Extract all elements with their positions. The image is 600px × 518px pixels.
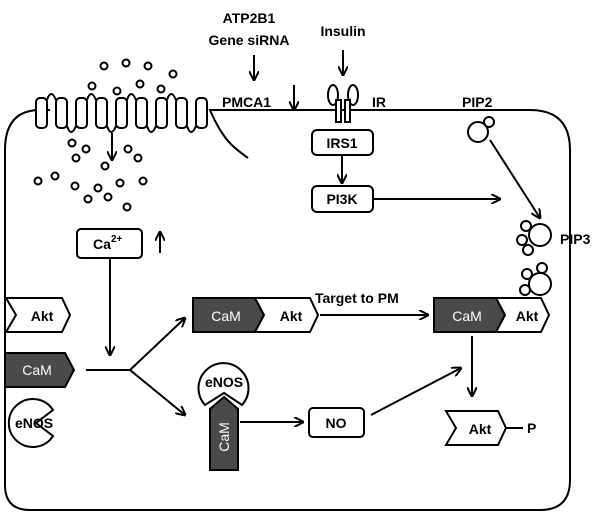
pi3k-label: PI3K: [326, 191, 357, 207]
cam-free-label: CaM: [22, 362, 52, 378]
cam-free-shape: [4, 352, 76, 388]
enos-complex-label: eNOS: [205, 374, 243, 390]
atp2b1-label: ATP2B1: [223, 10, 276, 26]
akt-complex-2-shape: [494, 297, 551, 333]
akt-complex-1-shape: [253, 297, 320, 333]
cam-vertical-shape: [209, 395, 239, 471]
pip3-lipid: [516, 220, 552, 256]
ir-label: IR: [372, 94, 386, 110]
cell-membrane: [4, 109, 571, 511]
intracellular-calcium-dots: [33, 138, 148, 212]
junction-to-enos-arrow: [129, 369, 185, 415]
akt-phospho-label: Akt: [469, 421, 492, 437]
phospho-label: P: [527, 420, 536, 436]
irs1-label: IRS1: [326, 135, 357, 151]
no-box: [308, 407, 365, 438]
akt-complex-1-label: Akt: [280, 308, 303, 324]
akt-complex-2-label: Akt: [516, 308, 539, 324]
calcium-superscript: 2+: [111, 234, 123, 245]
calcium-label: Ca: [93, 236, 111, 252]
enos-complex-shape: [197, 362, 250, 407]
cam-complex-1-label: CaM: [211, 308, 241, 324]
pmca1-channel: [35, 93, 208, 133]
insulin-label: Insulin: [320, 23, 365, 39]
pip2-label: PIP2: [462, 94, 493, 110]
pip3-membrane-lipid: [519, 262, 552, 296]
extracellular-calcium-dots: [87, 58, 178, 96]
no-to-akt-arrow: [370, 368, 461, 416]
target-to-pm-label: Target to PM: [315, 290, 399, 306]
junction-to-cam-akt-arrow: [129, 318, 185, 371]
insulin-receptor: [327, 84, 359, 123]
akt-free-shape: [4, 297, 72, 333]
gene-sirna-label-text: Gene siRNA: [209, 32, 290, 48]
pip2-lipid: [467, 116, 495, 143]
enos-free-label: eNOS: [15, 415, 53, 431]
akt-phospho-shape: [444, 410, 508, 446]
pmca1-label: PMCA1: [222, 94, 271, 110]
pip2-to-pip3-arrow: [489, 139, 540, 218]
cam-complex-2-label: CaM: [452, 308, 482, 324]
akt-free-label: Akt: [31, 308, 54, 324]
cam-vertical-label: CaM: [216, 422, 232, 452]
pip3-label: PIP3: [560, 231, 591, 247]
enos-free-shape: [7, 398, 55, 448]
no-label: NO: [326, 415, 347, 431]
